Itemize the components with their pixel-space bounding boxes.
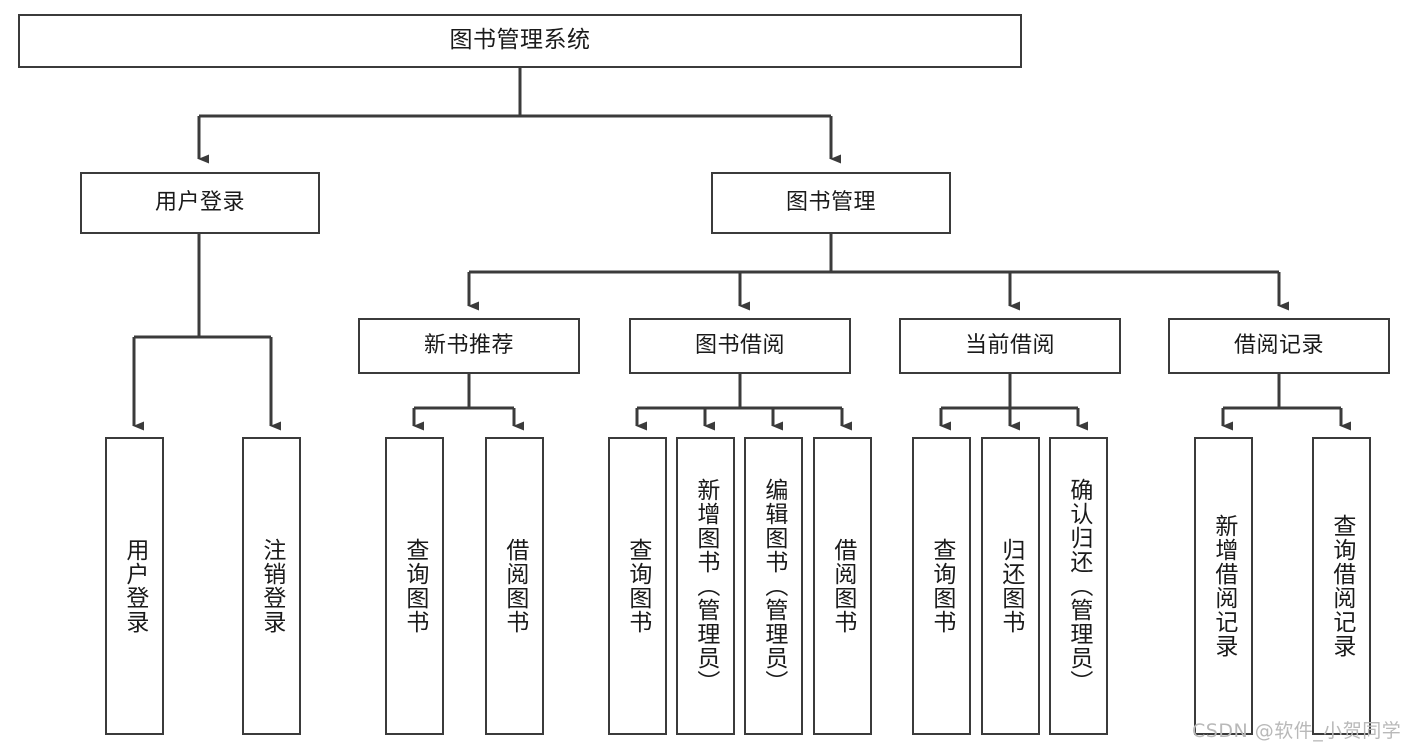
- node-label: 查询图书: [624, 538, 651, 634]
- node-current-borrow[interactable]: 当前借阅: [899, 318, 1121, 374]
- node-book-management[interactable]: 图书管理: [711, 172, 951, 234]
- node-label: 图书借阅: [694, 332, 785, 358]
- node-user-login[interactable]: 用户登录: [80, 172, 320, 234]
- node-label: 注销登录: [258, 538, 285, 634]
- node-label: 查询图书: [401, 538, 428, 634]
- node-root-system[interactable]: 图书管理系统: [18, 14, 1022, 68]
- leaf-newbook-borrow-book[interactable]: 借阅图书: [485, 437, 544, 735]
- leaf-borrow-borrow-book[interactable]: 借阅图书: [813, 437, 872, 735]
- watermark-text: CSDN @软件_小贺同学: [1192, 720, 1402, 742]
- leaf-record-query-record[interactable]: 查询借阅记录: [1312, 437, 1371, 735]
- node-label: 查询借阅记录: [1328, 514, 1355, 658]
- node-new-book-recommend[interactable]: 新书推荐: [358, 318, 580, 374]
- leaf-current-return-book[interactable]: 归还图书: [981, 437, 1040, 735]
- node-label: 新增借阅记录: [1210, 514, 1237, 658]
- node-label: 归还图书: [997, 538, 1024, 634]
- node-label: 用户登录: [154, 189, 245, 215]
- leaf-user-login-signout[interactable]: 注销登录: [242, 437, 301, 735]
- node-label: 借阅图书: [501, 538, 528, 634]
- leaf-current-confirm-return[interactable]: 确认归还（管理员）: [1049, 437, 1108, 735]
- leaf-borrow-add-book[interactable]: 新增图书（管理员）: [676, 437, 735, 735]
- node-book-borrow[interactable]: 图书借阅: [629, 318, 851, 374]
- leaf-user-login-signin[interactable]: 用户登录: [105, 437, 164, 735]
- leaf-newbook-query-book[interactable]: 查询图书: [385, 437, 444, 735]
- node-label: 图书管理系统: [449, 27, 591, 54]
- leaf-current-query-book[interactable]: 查询图书: [912, 437, 971, 735]
- node-label: 图书管理: [785, 189, 876, 215]
- node-label: 借阅记录: [1233, 332, 1324, 358]
- node-label: 查询图书: [928, 538, 955, 634]
- node-borrow-record[interactable]: 借阅记录: [1168, 318, 1390, 374]
- node-label: 编辑图书（管理员）: [760, 478, 787, 694]
- leaf-record-add-record[interactable]: 新增借阅记录: [1194, 437, 1253, 735]
- node-label: 当前借阅: [964, 332, 1055, 358]
- leaf-borrow-query-book[interactable]: 查询图书: [608, 437, 667, 735]
- node-label: 确认归还（管理员）: [1065, 478, 1092, 694]
- node-label: 借阅图书: [829, 538, 856, 634]
- leaf-borrow-edit-book[interactable]: 编辑图书（管理员）: [744, 437, 803, 735]
- node-label: 用户登录: [121, 538, 148, 634]
- node-label: 新增图书（管理员）: [692, 478, 719, 694]
- csdn-watermark: CSDN @软件_小贺同学: [1192, 716, 1401, 743]
- node-label: 新书推荐: [423, 332, 514, 358]
